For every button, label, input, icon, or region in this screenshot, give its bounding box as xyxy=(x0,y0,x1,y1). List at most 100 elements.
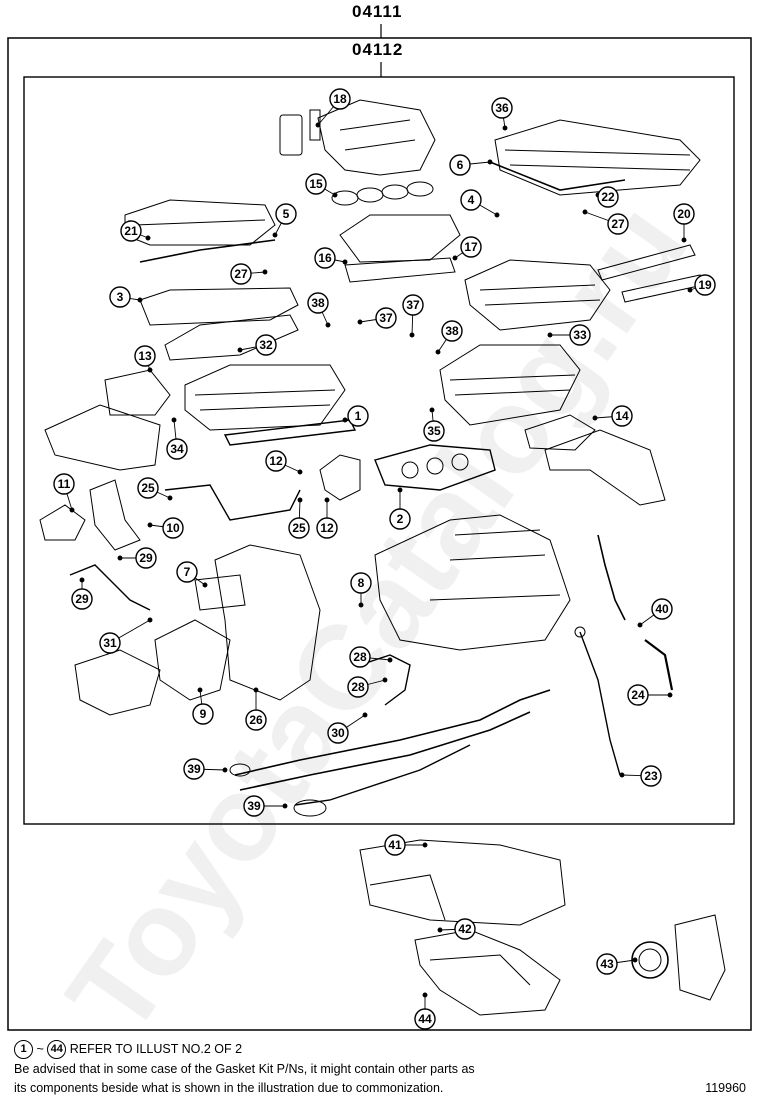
refer-text: REFER TO ILLUST NO.2 OF 2 xyxy=(69,1041,243,1056)
callout-number: 43 xyxy=(600,957,614,971)
callout-circle xyxy=(384,834,406,856)
callout-circle xyxy=(347,676,369,698)
callout-target xyxy=(487,159,493,165)
callout-circle xyxy=(569,324,591,346)
callout-circle xyxy=(176,561,198,583)
callout-target xyxy=(197,687,203,693)
callout-target xyxy=(387,657,393,663)
callout-number: 9 xyxy=(200,707,207,721)
callout-number: 10 xyxy=(166,521,180,535)
callout-number: 2 xyxy=(397,512,404,526)
callout-circle xyxy=(183,758,205,780)
callout-circle xyxy=(53,473,75,495)
callout-target xyxy=(397,487,403,493)
callout-circle xyxy=(640,765,662,787)
water-bypass-pipe xyxy=(164,484,301,521)
callout-circle xyxy=(375,307,397,329)
callout-number: 3 xyxy=(117,290,124,304)
callout-number: 12 xyxy=(320,521,334,535)
callout-number: 11 xyxy=(58,477,71,491)
oil-pan-upper xyxy=(359,839,566,926)
callout-target xyxy=(147,522,153,528)
callout-number: 19 xyxy=(698,278,712,292)
callout-target xyxy=(342,417,348,423)
callout-circle xyxy=(389,508,411,530)
callout-circle xyxy=(449,154,471,176)
callout-number: 17 xyxy=(464,240,478,254)
callout-number: 37 xyxy=(406,298,420,312)
callout-circle xyxy=(414,1008,436,1030)
callout-circle xyxy=(597,186,619,208)
callout-circle xyxy=(166,438,188,460)
dipstick xyxy=(579,631,621,776)
callout-number: 14 xyxy=(615,409,629,423)
note-line-1: Be advised that in some case of the Gask… xyxy=(14,1062,475,1076)
callout-circle xyxy=(460,236,482,258)
callout-target xyxy=(435,349,441,355)
callout-circle xyxy=(460,189,482,211)
callout-number: 42 xyxy=(458,922,472,936)
callout-number: 15 xyxy=(309,177,323,191)
callout-circle xyxy=(673,203,695,225)
intake-manifold-right xyxy=(464,259,611,331)
callout-circle xyxy=(329,88,351,110)
exhaust-gasket-right xyxy=(524,414,596,451)
callout-number: 29 xyxy=(75,592,89,606)
engine-block xyxy=(374,514,571,651)
illustration-number: 119960 xyxy=(705,1081,746,1095)
callout-target xyxy=(137,297,143,303)
callout-circle xyxy=(135,547,157,569)
outer-kit-frame xyxy=(7,37,752,1031)
callout-circle xyxy=(491,97,513,119)
callout-number: 32 xyxy=(259,338,273,352)
callout-target xyxy=(262,269,268,275)
callout-circle xyxy=(134,345,156,367)
callout-target xyxy=(632,957,638,963)
callout-target xyxy=(145,235,151,241)
callout-number: 35 xyxy=(427,424,441,438)
callout-target xyxy=(297,497,303,503)
callout-circle xyxy=(305,173,327,195)
callout-circle xyxy=(350,572,372,594)
callout-target xyxy=(332,192,338,198)
inner-kit-frame xyxy=(23,76,735,825)
callout-target xyxy=(282,803,288,809)
exhaust-manifold-right xyxy=(544,429,666,506)
callout-circle xyxy=(611,405,633,427)
callout-target xyxy=(619,772,625,778)
callout-target xyxy=(342,259,348,265)
callout-circle xyxy=(245,709,267,731)
callout-circle xyxy=(255,334,277,356)
callout-circle xyxy=(349,646,371,668)
range-start-callout: 1 xyxy=(14,1040,33,1059)
callout-number: 36 xyxy=(495,101,509,115)
callout-circle xyxy=(162,517,184,539)
callout-number: 41 xyxy=(388,838,402,852)
callout-circle xyxy=(192,703,214,725)
callout-target xyxy=(437,927,443,933)
callout-target xyxy=(637,622,643,628)
callout-number: 40 xyxy=(655,602,669,616)
callout-circle xyxy=(120,220,142,242)
callout-target xyxy=(687,287,693,293)
valve-cover-right xyxy=(494,119,701,196)
callout-target xyxy=(79,577,85,583)
callout-circle xyxy=(441,320,463,342)
callout-circle xyxy=(596,953,618,975)
callout-circle xyxy=(275,203,297,225)
callout-target xyxy=(69,507,75,513)
callout-circle xyxy=(627,684,649,706)
oil-seal-retainer xyxy=(674,914,726,1001)
range-end-callout: 44 xyxy=(47,1040,67,1059)
oil-pan-lower xyxy=(414,929,561,1016)
leader-lines xyxy=(63,98,706,1019)
exhaust-gasket-left xyxy=(104,369,171,416)
callout-target xyxy=(547,332,553,338)
callout-target xyxy=(253,687,259,693)
callout-circle xyxy=(137,477,159,499)
callout-circle xyxy=(454,918,476,940)
callout-circle xyxy=(314,247,336,269)
callout-target xyxy=(502,125,508,131)
callout-number: 12 xyxy=(269,454,283,468)
